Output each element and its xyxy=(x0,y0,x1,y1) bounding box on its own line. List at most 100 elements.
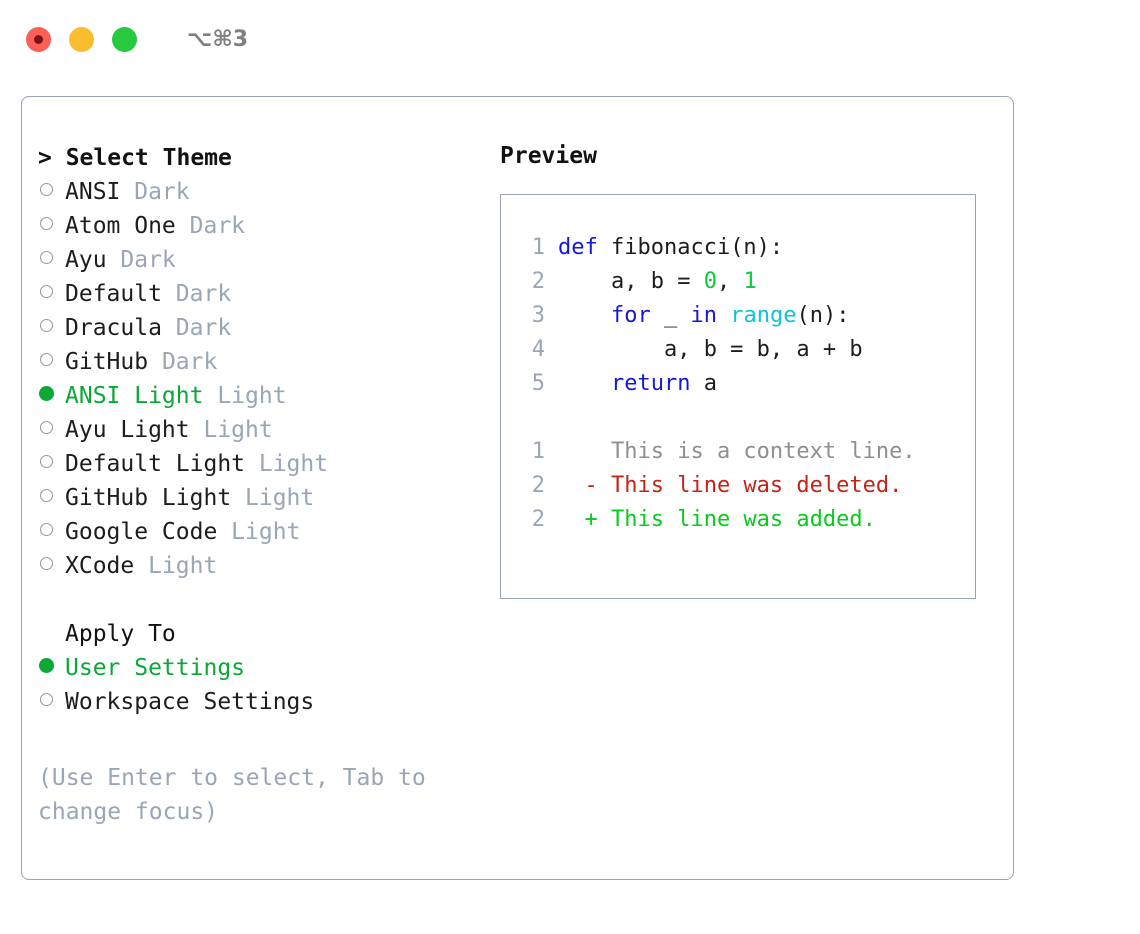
theme-option-label: Google Code xyxy=(65,519,218,545)
keyboard-shortcut-label: ⌥⌘3 xyxy=(187,26,249,52)
code-token-plain xyxy=(717,303,730,328)
code-text: for _ in range(n): xyxy=(558,299,849,333)
maximize-button[interactable] xyxy=(112,26,137,52)
theme-option-label: Default xyxy=(65,281,162,307)
diff-line: 2 + This line was added. xyxy=(501,503,975,537)
line-number: 1 xyxy=(531,235,545,260)
code-token-kw: return xyxy=(610,371,691,396)
code-token-kw: in xyxy=(690,303,717,328)
theme-option-variant: Light xyxy=(245,451,329,477)
line-number: 2 xyxy=(531,473,545,498)
theme-option[interactable]: Atom One Dark xyxy=(38,209,498,243)
theme-option-variant: Dark xyxy=(120,179,190,205)
line-number: 5 xyxy=(531,371,545,396)
code-line: 2 a, b = 0, 1 xyxy=(501,265,975,299)
theme-option-label: ANSI xyxy=(65,179,121,205)
close-button[interactable] xyxy=(26,26,51,52)
theme-option[interactable]: Dracula Dark xyxy=(38,311,498,345)
theme-option[interactable]: ANSI Light Light xyxy=(38,379,498,413)
theme-option-label: ANSI Light xyxy=(65,383,204,409)
theme-option[interactable]: Ayu Light Light xyxy=(38,413,498,447)
apply-option-label: User Settings xyxy=(65,655,246,681)
theme-option[interactable]: Default Dark xyxy=(38,277,498,311)
theme-option[interactable]: ANSI Dark xyxy=(38,175,498,209)
theme-option[interactable]: XCode Light xyxy=(38,549,498,583)
theme-option-variant: Light xyxy=(231,485,315,511)
theme-option[interactable]: Google Code Light xyxy=(38,515,498,549)
theme-option-label: XCode xyxy=(65,553,135,579)
code-blank-line xyxy=(501,401,975,435)
apply-to-heading: Apply To xyxy=(65,621,176,647)
code-token-num: 1 xyxy=(743,269,757,294)
theme-option-variant: Dark xyxy=(106,247,176,273)
theme-option-label: GitHub xyxy=(65,349,149,375)
theme-option-label: GitHub Light xyxy=(65,485,232,511)
minimize-button[interactable] xyxy=(69,26,94,52)
code-token-plain: a xyxy=(690,371,717,396)
code-line: 3 for _ in range(n): xyxy=(501,299,975,333)
theme-option-label: Atom One xyxy=(65,213,176,239)
line-number: 2 xyxy=(531,269,545,294)
line-number: 3 xyxy=(531,303,545,328)
theme-option-label: Ayu Light xyxy=(65,417,190,443)
theme-option[interactable]: Ayu Dark xyxy=(38,243,498,277)
section-spacer xyxy=(38,583,498,617)
line-number: 4 xyxy=(531,337,545,362)
theme-option[interactable]: GitHub Dark xyxy=(38,345,498,379)
code-token-plain: fibonacci(n): xyxy=(610,235,784,260)
apply-option-label: Workspace Settings xyxy=(65,689,315,715)
code-token-num: 0 xyxy=(703,269,717,294)
diff-text-ctx: This is a context line. xyxy=(558,439,916,464)
theme-option-label: Ayu xyxy=(65,247,107,273)
line-number: 1 xyxy=(531,439,545,464)
code-text: a, b = 0, 1 xyxy=(558,265,757,299)
code-text: return a xyxy=(558,367,717,401)
theme-option-variant: Light xyxy=(203,383,287,409)
diff-line: 2 - This line was deleted. xyxy=(501,469,975,503)
code-text: def fibonacci(n): xyxy=(558,231,783,265)
code-token-plain: _ xyxy=(650,303,691,328)
theme-option-variant: Light xyxy=(189,417,273,443)
theme-option-variant: Light xyxy=(134,553,218,579)
diff-text-add: + This line was added. xyxy=(558,507,876,532)
theme-option[interactable]: GitHub Light Light xyxy=(38,481,498,515)
code-token-kw: def xyxy=(558,235,611,260)
keyboard-hint-text: (Use Enter to select, Tab to change focu… xyxy=(38,765,426,825)
code-token-fn: range xyxy=(730,303,797,328)
apply-option[interactable]: Workspace Settings xyxy=(38,685,498,719)
diff-text-del: - This line was deleted. xyxy=(558,473,903,498)
theme-option-label: Default Light xyxy=(65,451,246,477)
title-bar: ⌥⌘3 xyxy=(0,0,1140,78)
code-text: a, b = b, a + b xyxy=(558,333,863,367)
apply-option[interactable]: User Settings xyxy=(38,651,498,685)
code-line: 1 def fibonacci(n): xyxy=(501,231,975,265)
select-theme-heading: > Select Theme xyxy=(38,145,232,171)
preview-title: Preview xyxy=(500,143,597,169)
theme-option-variant: Dark xyxy=(148,349,218,375)
theme-option-variant: Light xyxy=(217,519,301,545)
code-token-plain: , xyxy=(716,269,744,294)
theme-option-variant: Dark xyxy=(161,281,232,307)
code-token-plain: (n): xyxy=(796,303,850,328)
code-line: 4 a, b = b, a + b xyxy=(501,333,975,367)
code-line: 5 return a xyxy=(501,367,975,401)
theme-option-variant: Dark xyxy=(161,315,232,341)
code-token-plain: a, b = xyxy=(558,269,704,294)
theme-option[interactable]: Default Light Light xyxy=(38,447,498,481)
diff-line: 1 This is a context line. xyxy=(501,435,975,469)
line-number: 2 xyxy=(531,507,545,532)
diff-sample: 1 This is a context line.2 - This line w… xyxy=(501,435,975,537)
code-token-plain: a, b = b, a + b xyxy=(558,337,863,362)
theme-option-variant: Dark xyxy=(175,213,246,239)
code-token-plain xyxy=(558,303,611,328)
code-token-plain xyxy=(558,371,611,396)
window-controls xyxy=(26,26,137,52)
